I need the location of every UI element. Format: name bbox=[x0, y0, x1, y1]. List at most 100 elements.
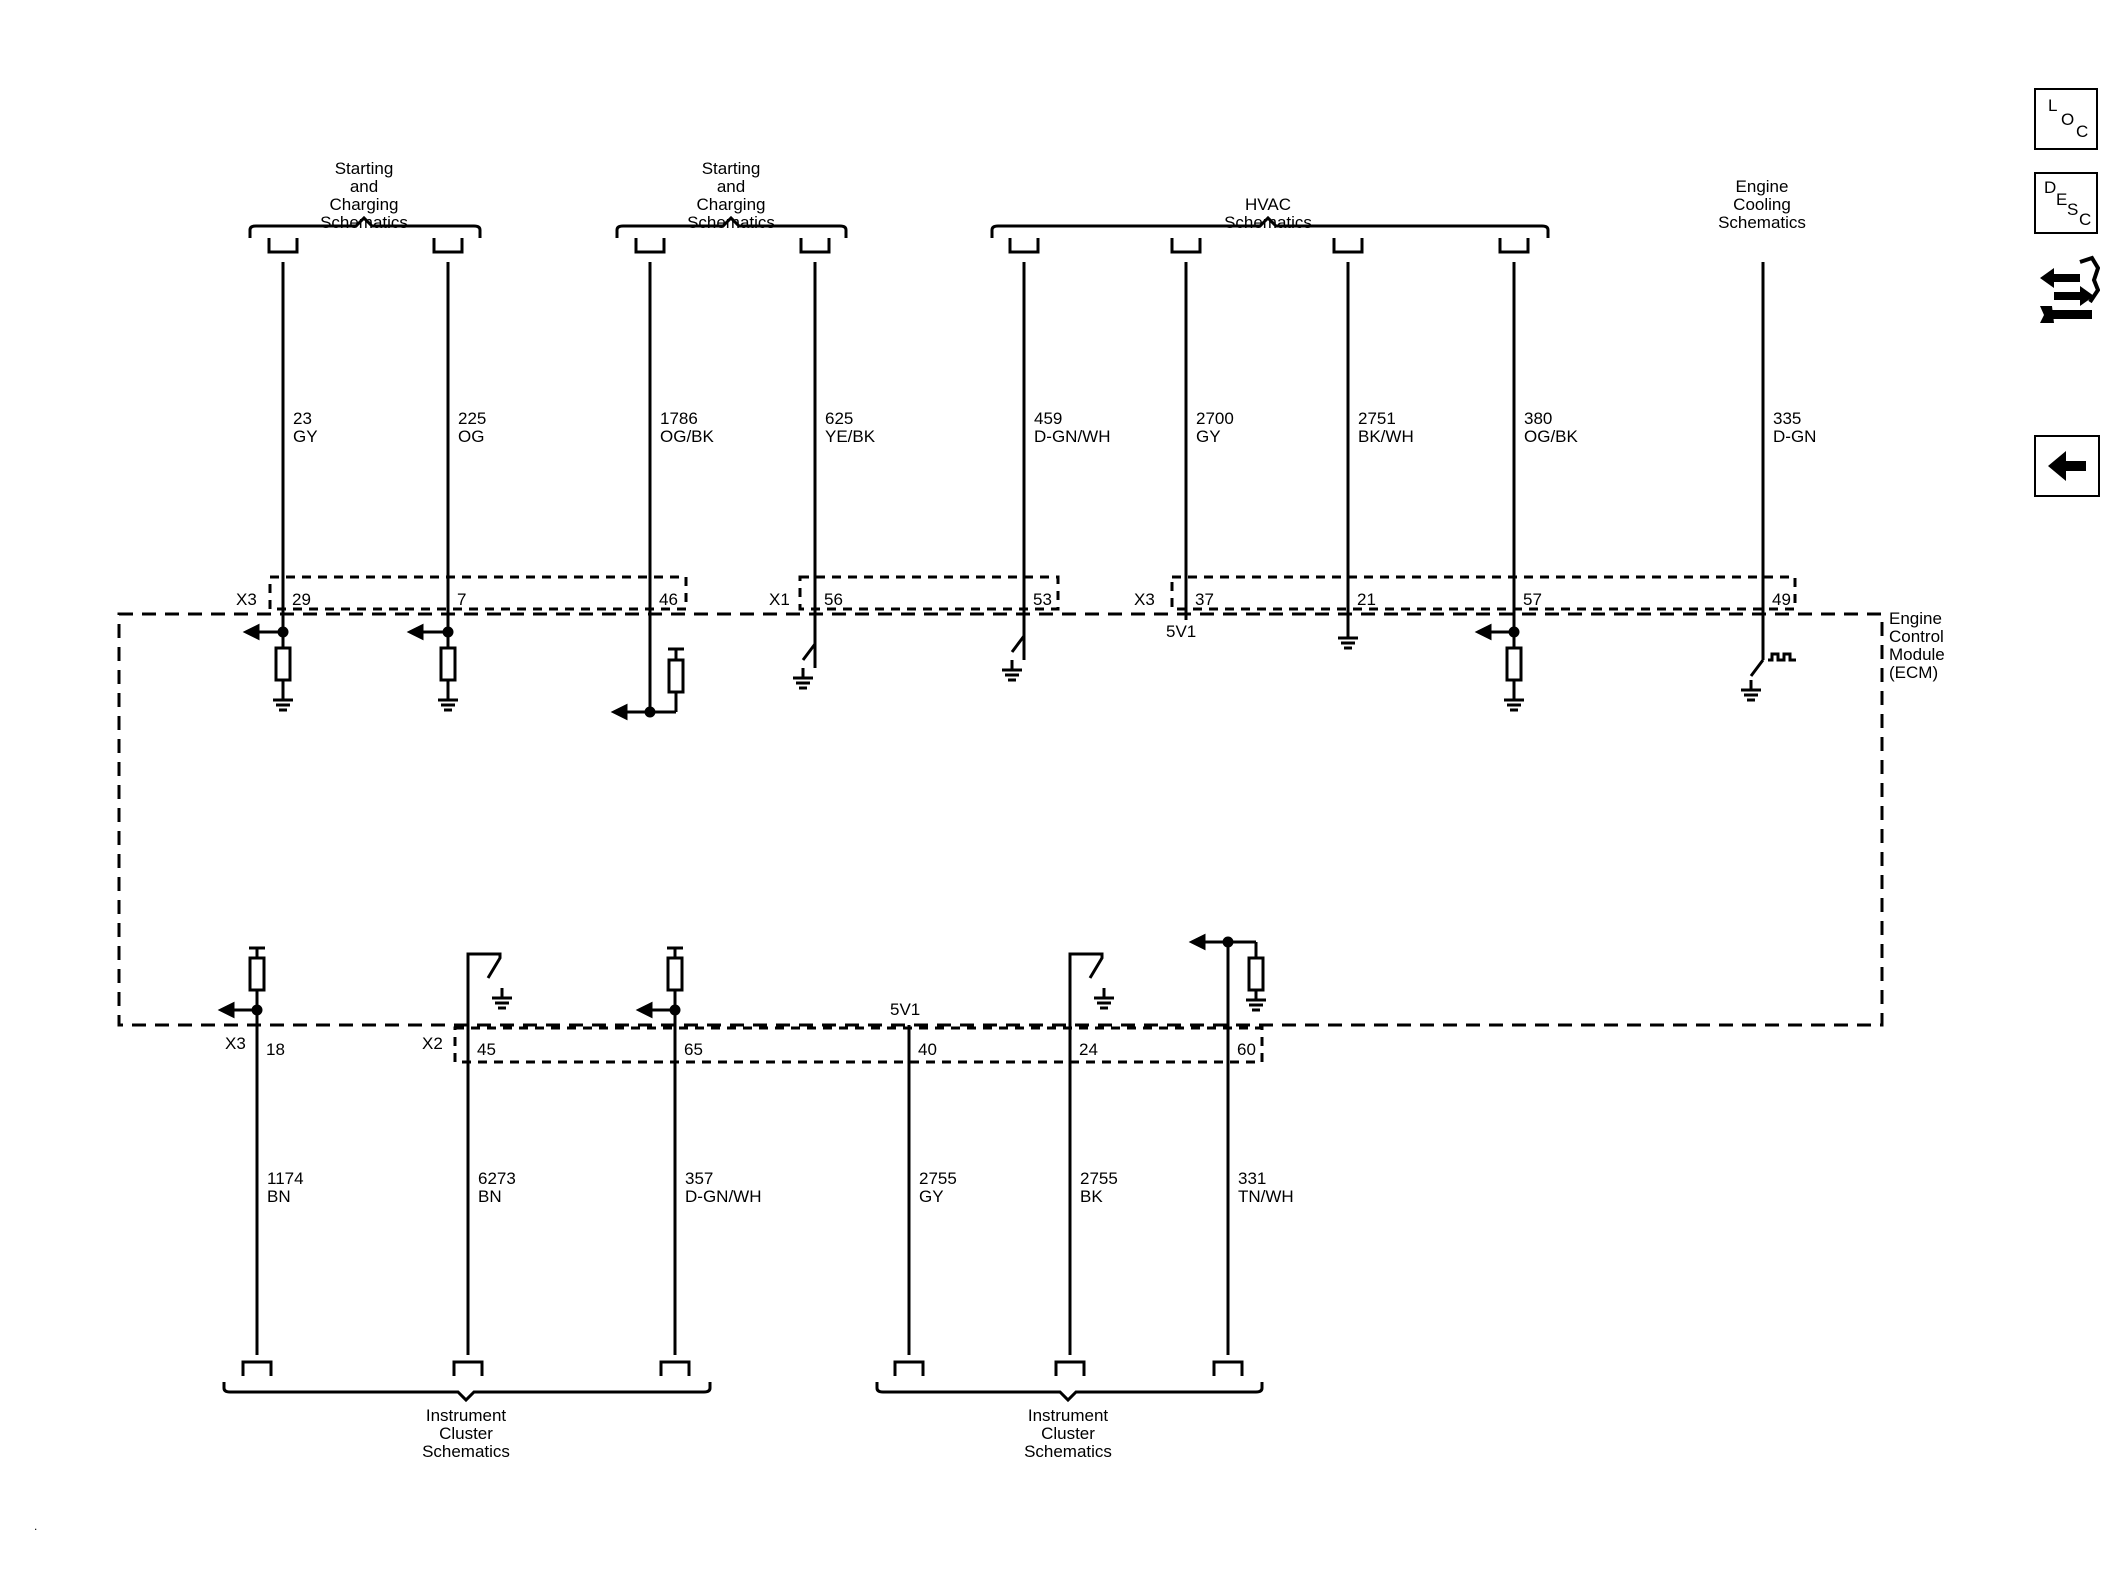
circuit-number: 2700 bbox=[1196, 409, 1234, 428]
circuit-number: 23 bbox=[293, 409, 312, 428]
pin-number: 7 bbox=[457, 590, 466, 609]
group-label-line: Schematics bbox=[1224, 213, 1312, 232]
supply-label: 5V1 bbox=[890, 1000, 920, 1019]
connector-box-x2-bottom bbox=[453, 1026, 1264, 1064]
connector-wrench-icon[interactable] bbox=[2034, 250, 2101, 336]
pin-number: 65 bbox=[684, 1040, 703, 1059]
signal-arrow bbox=[406, 623, 424, 641]
switch bbox=[1749, 659, 1765, 677]
group-label-line: Instrument bbox=[1028, 1406, 1109, 1425]
pin-number: 21 bbox=[1357, 590, 1376, 609]
wire-color: BK/WH bbox=[1358, 427, 1414, 446]
wire-color: OG/BK bbox=[1524, 427, 1579, 446]
circuit-number: 331 bbox=[1238, 1169, 1266, 1188]
connector-box-x1-top bbox=[798, 575, 1060, 611]
switch bbox=[801, 643, 817, 661]
page-corner-dot: . bbox=[34, 1519, 37, 1533]
wire-color: OG/BK bbox=[660, 427, 715, 446]
circuit-number: 335 bbox=[1773, 409, 1801, 428]
back-button[interactable] bbox=[2034, 435, 2100, 497]
connector-box-x3-top bbox=[268, 575, 688, 611]
pin-number: 18 bbox=[266, 1040, 285, 1059]
circuit-number: 357 bbox=[685, 1169, 713, 1188]
wire-terminal bbox=[799, 238, 831, 254]
group-label-line: Cluster bbox=[439, 1424, 493, 1443]
connector-box-x3b-top bbox=[1170, 575, 1797, 611]
wire-color: YE/BK bbox=[825, 427, 876, 446]
pin-number: 53 bbox=[1033, 590, 1052, 609]
wire-color: GY bbox=[1196, 427, 1221, 446]
group-label-line: and bbox=[717, 177, 745, 196]
wire-terminal bbox=[432, 238, 464, 254]
resistor bbox=[274, 646, 292, 682]
location-button[interactable]: L O C bbox=[2034, 88, 2098, 150]
resistor bbox=[1505, 646, 1523, 682]
pin-number: 45 bbox=[477, 1040, 496, 1059]
desc-letter-e: E bbox=[2056, 190, 2068, 209]
circuit-number: 380 bbox=[1524, 409, 1552, 428]
circuit-number: 2755 bbox=[919, 1169, 957, 1188]
wire-color: D-GN/WH bbox=[685, 1187, 761, 1206]
signal-arrow bbox=[635, 1001, 653, 1019]
wire-terminal bbox=[1332, 238, 1364, 254]
wire-terminal bbox=[659, 1360, 691, 1376]
wire-color: BK bbox=[1080, 1187, 1103, 1206]
group-label-line: Engine bbox=[1736, 177, 1789, 196]
resistor bbox=[1247, 956, 1265, 992]
desc-letter-s: S bbox=[2067, 200, 2079, 219]
wire-color: OG bbox=[458, 427, 484, 446]
group-label-line: Cluster bbox=[1041, 1424, 1095, 1443]
group-label-line: and bbox=[350, 177, 378, 196]
signal-arrow bbox=[217, 1001, 235, 1019]
description-button[interactable]: D E S C bbox=[2034, 172, 2098, 234]
pin-number: 29 bbox=[292, 590, 311, 609]
switch bbox=[466, 952, 502, 979]
pin-number: 60 bbox=[1237, 1040, 1256, 1059]
connector-label: X3 bbox=[236, 590, 257, 609]
loc-letter-o: O bbox=[2061, 110, 2075, 129]
loc-letter-c: C bbox=[2076, 122, 2089, 141]
ecm-label: Engine Control Module (ECM) bbox=[1889, 609, 1950, 682]
pin-number: 24 bbox=[1079, 1040, 1098, 1059]
resistor bbox=[666, 956, 684, 992]
group-label-line: Starting bbox=[335, 159, 394, 178]
pin-number: 40 bbox=[918, 1040, 937, 1059]
desc-letter-d: D bbox=[2044, 178, 2057, 197]
group-bracket bbox=[248, 215, 482, 238]
circuit-number: 2755 bbox=[1080, 1169, 1118, 1188]
desc-letter-c: C bbox=[2079, 210, 2092, 229]
circuit-number: 6273 bbox=[478, 1169, 516, 1188]
circuit-number: 1174 bbox=[267, 1169, 304, 1188]
pin-number: 49 bbox=[1772, 590, 1791, 609]
pin-number: 57 bbox=[1523, 590, 1542, 609]
group-label-line: Schematics bbox=[1718, 213, 1806, 232]
connector-label: X2 bbox=[422, 1034, 443, 1053]
wire-terminal bbox=[634, 238, 666, 254]
signal-arrow bbox=[610, 703, 628, 721]
wire-terminal bbox=[1054, 1360, 1086, 1376]
ecm-module-boundary bbox=[117, 612, 1884, 1027]
group-bracket bbox=[990, 215, 1550, 238]
group-bracket bbox=[615, 215, 848, 238]
circuit-number: 625 bbox=[825, 409, 853, 428]
group-label-line: Schematics bbox=[687, 213, 775, 232]
wire-terminal bbox=[241, 1360, 273, 1376]
pulse-symbol bbox=[1768, 652, 1796, 662]
circuit-number: 459 bbox=[1034, 409, 1062, 428]
group-label-line: Schematics bbox=[1024, 1442, 1112, 1461]
switch bbox=[1010, 635, 1026, 653]
wire-color: GY bbox=[919, 1187, 944, 1206]
wire-terminal bbox=[1170, 238, 1202, 254]
connector-label: X1 bbox=[769, 590, 790, 609]
wire-color: TN/WH bbox=[1238, 1187, 1294, 1206]
pin-number: 37 bbox=[1195, 590, 1214, 609]
circuit-number: 225 bbox=[458, 409, 486, 428]
supply-label: 5V1 bbox=[1166, 622, 1196, 641]
back-arrow-icon bbox=[2048, 451, 2086, 481]
group-label-line: Charging bbox=[330, 195, 399, 214]
group-label-line: Starting bbox=[702, 159, 761, 178]
resistor bbox=[248, 956, 266, 992]
group-label-line: Charging bbox=[697, 195, 766, 214]
wire-terminal bbox=[267, 238, 299, 254]
